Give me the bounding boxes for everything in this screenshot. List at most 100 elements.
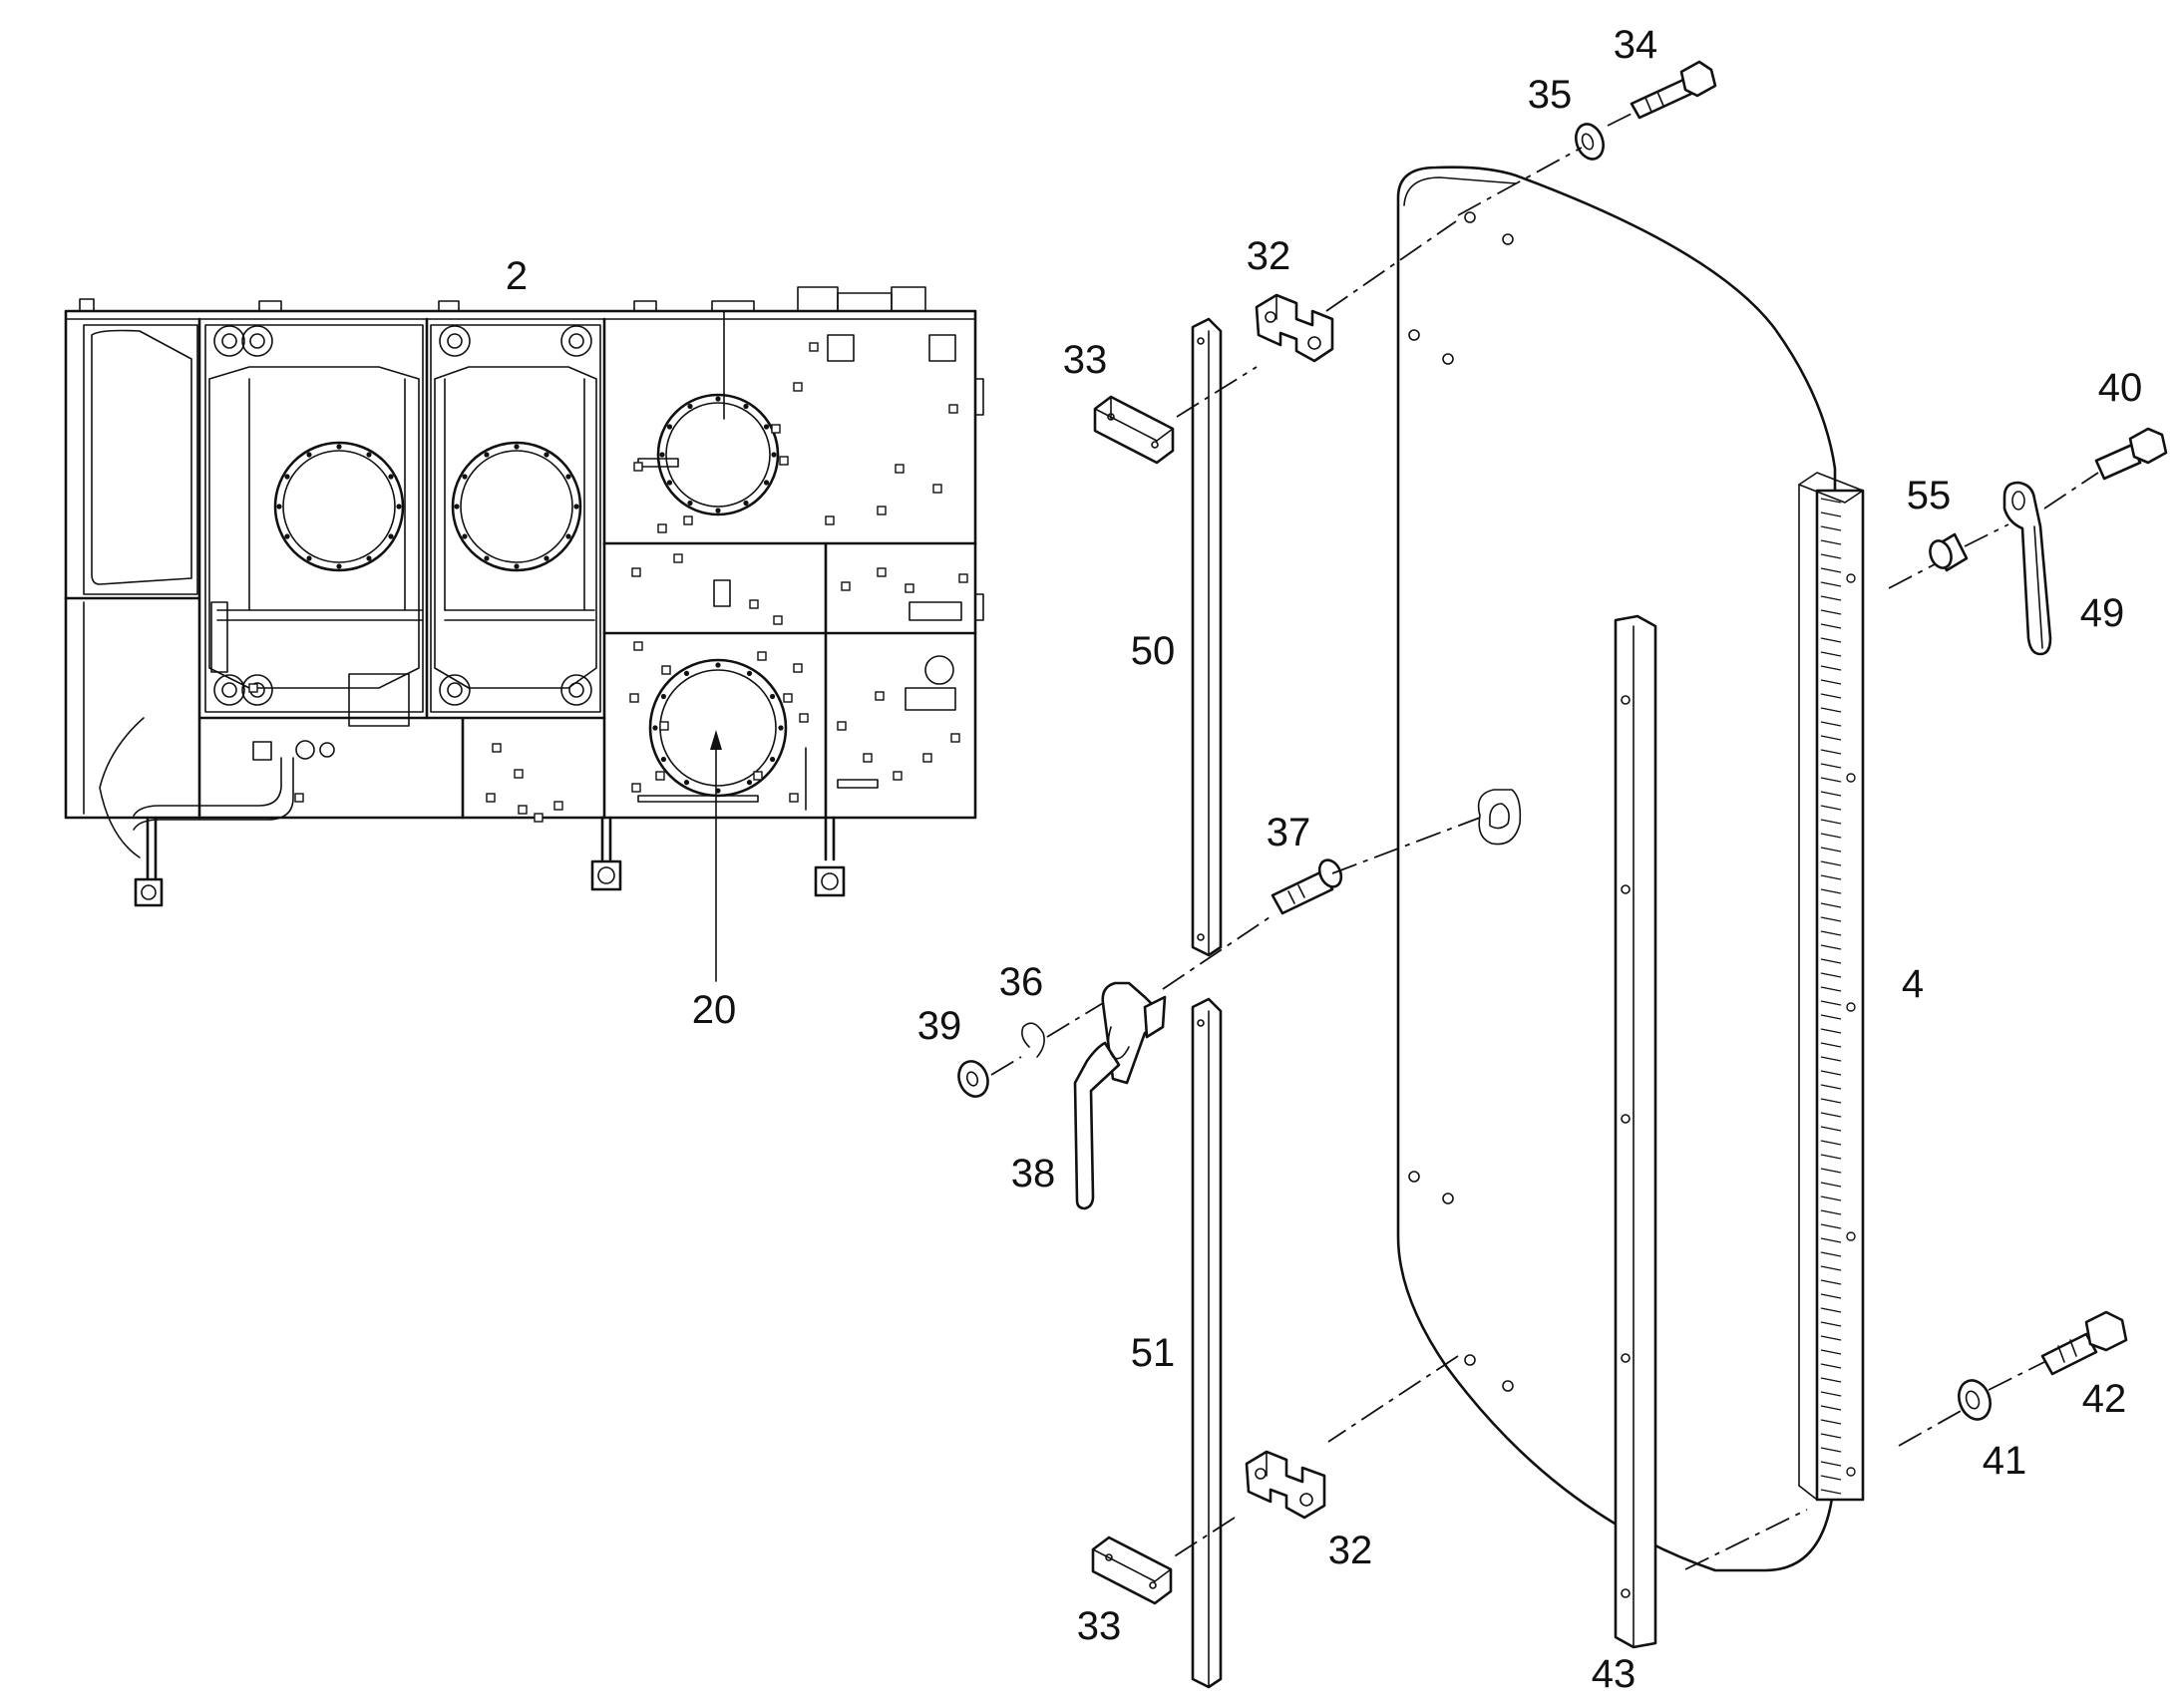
panel-fitting (518, 805, 528, 815)
flange-bolt (746, 780, 753, 786)
panel-fitting (773, 615, 783, 625)
panel-fitting (655, 771, 665, 781)
hinge-knuckle (1820, 581, 1842, 587)
flange-bolt (652, 725, 658, 731)
hinge-knuckle (1820, 1489, 1842, 1495)
panel-fitting (553, 801, 563, 811)
panel-fitting (950, 733, 960, 743)
flange-bolt (573, 504, 579, 510)
panel-fitting (958, 573, 968, 583)
hinge-knuckle (1820, 1084, 1842, 1090)
hinge-knuckle (1820, 539, 1842, 545)
hinge-hole (1846, 773, 1856, 783)
panel-fitting (948, 404, 958, 414)
callout-33-top: 33 (1063, 338, 1108, 382)
panel-fitting (749, 599, 759, 609)
flange-bolt (388, 474, 394, 480)
panel-fitting (779, 456, 789, 466)
callout-20: 20 (692, 988, 737, 1032)
hinge-knuckle (1820, 860, 1842, 866)
hinge-hole (1846, 1002, 1856, 1012)
panel-fitting (683, 515, 693, 525)
hinge-knuckle (1820, 916, 1842, 922)
flange-bolt (715, 508, 721, 513)
flange-bolt (366, 452, 372, 458)
flange-bolt (565, 533, 571, 539)
hinge-knuckle (1820, 1000, 1842, 1006)
callout-50: 50 (1131, 629, 1176, 673)
panel-fitting (514, 769, 524, 779)
flange-bolt (366, 555, 372, 561)
hinge-knuckle (1820, 498, 1842, 504)
hinge-knuckle (1820, 512, 1842, 517)
hinge-knuckle (1820, 1307, 1842, 1313)
flange-bolt (666, 424, 673, 430)
hinge-knuckle (1820, 958, 1842, 964)
hinge-knuckle (1820, 791, 1842, 797)
flange-bolt (743, 403, 749, 410)
hinge-knuckle (1820, 1182, 1842, 1188)
hinge-knuckle (1820, 1056, 1842, 1062)
hinge-knuckle (1820, 1042, 1842, 1048)
flange-bolt (770, 693, 776, 700)
hinge-knuckle (1820, 567, 1842, 573)
panel-fitting (837, 721, 847, 731)
hinge-knuckle (1820, 1223, 1842, 1229)
hinge-knuckle (1820, 1419, 1842, 1425)
callout-42: 42 (2082, 1377, 2127, 1421)
panel-fitting (633, 641, 643, 651)
hinge-knuckle (1820, 763, 1842, 769)
hinge-knuckle (1820, 1098, 1842, 1104)
hinge-knuckle (1820, 1196, 1842, 1201)
callout-55: 55 (1907, 474, 1952, 517)
bracket-32-top (1255, 293, 1334, 363)
strip-43 (1614, 614, 1657, 1649)
bolt-42 (2040, 1310, 2128, 1376)
flange-bolt (660, 756, 667, 763)
hinge-knuckle (1820, 1209, 1842, 1215)
flange-bolt (484, 452, 490, 458)
hinge-knuckle (1820, 944, 1842, 950)
panel-fitting (534, 813, 544, 823)
hinge-knuckle (1820, 833, 1842, 839)
hinge-knuckle (1820, 679, 1842, 685)
hinge-knuckle (1820, 1070, 1842, 1076)
flange-bolt (746, 670, 753, 677)
flange-bolt (544, 452, 549, 458)
hinge-knuckle (1820, 1293, 1842, 1299)
hinge-hole (1846, 573, 1856, 583)
hinge-knuckle (1820, 1391, 1842, 1397)
hinge-knuckle (1820, 1321, 1842, 1327)
flange-bolt (715, 396, 721, 402)
panel-fitting (492, 743, 502, 753)
hinge-knuckle (1820, 707, 1842, 713)
flange-bolt (666, 480, 673, 486)
hinge-knuckle (1820, 1349, 1842, 1355)
panel-fitting (629, 693, 639, 703)
panel-fitting (294, 793, 304, 803)
flange-bolt (454, 504, 460, 510)
flange-bolt (462, 533, 468, 539)
hinge-knuckle (1820, 623, 1842, 629)
flange-bolts (276, 396, 784, 794)
flange-bolt (660, 693, 667, 700)
flange-bolt (687, 403, 693, 410)
pin-37 (1271, 858, 1343, 915)
flange-bolt (484, 555, 490, 561)
callout-49: 49 (2080, 591, 2125, 635)
panel-fitting (633, 462, 643, 472)
strip-50 (1191, 317, 1223, 957)
washer-35 (1575, 123, 1605, 161)
panel-fitting (793, 382, 803, 392)
callout-34: 34 (1614, 23, 1658, 67)
hinge-hole (1846, 1467, 1856, 1477)
flange-bolt (276, 504, 282, 510)
panel-fitting (825, 515, 835, 525)
panel-fitting (893, 771, 903, 781)
hinge-knuckle (1820, 1251, 1842, 1257)
flange-bolt (514, 563, 520, 569)
bolt-40 (2094, 427, 2168, 481)
flange-bolt (659, 452, 665, 458)
hinge-knuckle (1820, 553, 1842, 559)
